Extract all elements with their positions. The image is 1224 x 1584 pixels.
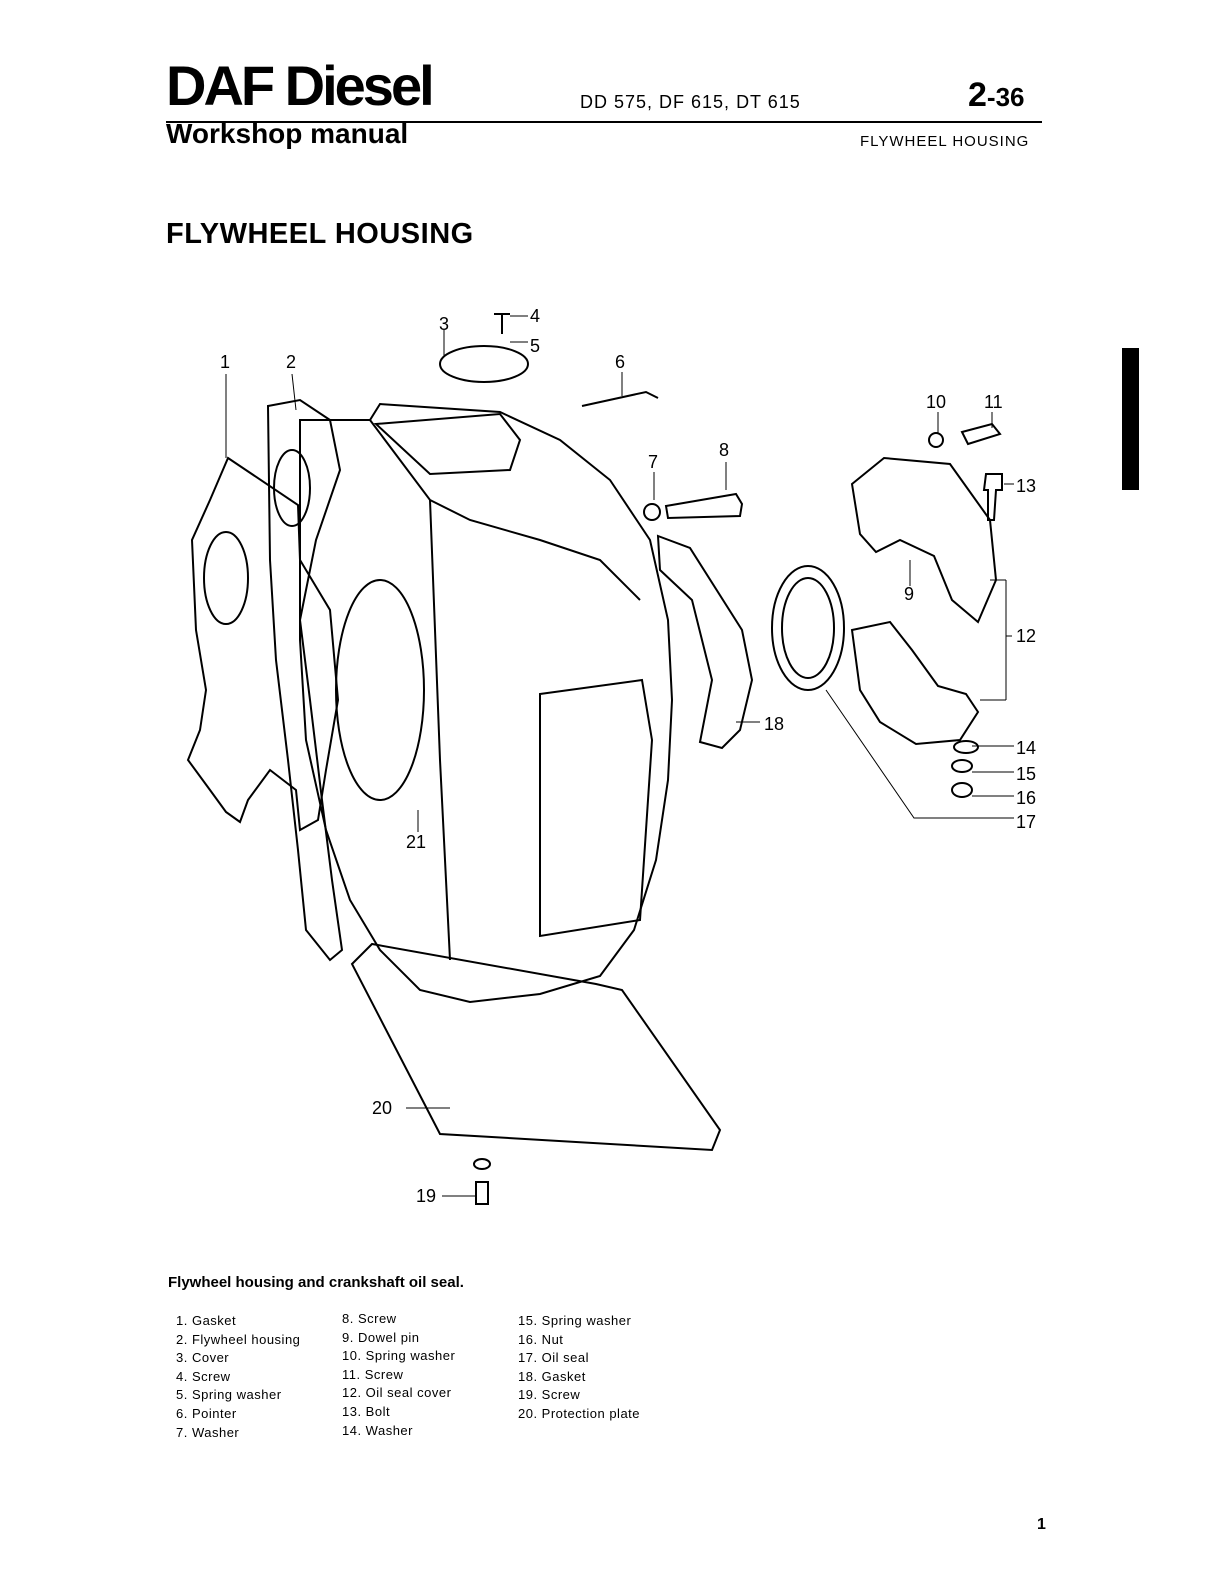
list-item: 14. Washer [342,1422,413,1438]
list-item: 11. Screw [342,1366,404,1382]
footer-page-number: 1 [1037,1516,1046,1533]
list-item: 5. Spring washer [176,1387,282,1403]
list-item: 18. Gasket [518,1368,586,1384]
callout-12: 12 [1016,626,1036,646]
callout-20: 20 [372,1098,392,1118]
list-item: 7. Washer [176,1424,240,1440]
parts-list-col-3: 15. Spring washer 16. Nut 17. Oil seal 1… [518,1312,640,1424]
callout-18: 18 [764,714,784,734]
callout-2: 2 [286,352,296,372]
callout-5: 5 [530,336,540,356]
section-label: FLYWHEEL HOUSING [860,133,1030,150]
callout-7: 7 [648,452,658,472]
list-item: 13. Bolt [342,1403,391,1419]
list-item: 8. Screw [342,1311,397,1326]
callout-17: 17 [1016,812,1036,832]
list-item: 4. Screw [176,1368,231,1384]
callout-19: 19 [416,1186,436,1206]
thumb-index-tab [1122,348,1139,490]
list-item: 20. Protection plate [518,1405,641,1421]
figure-caption: Flywheel housing and crankshaft oil seal… [168,1274,464,1291]
page-number-suffix: -36 [986,82,1025,112]
list-item: 17. Oil seal [518,1350,590,1366]
page-number: 2-36 [968,78,1025,112]
callout-14: 14 [1016,738,1036,758]
list-item: 15. Spring washer [518,1313,632,1328]
callout-15: 15 [1016,764,1036,784]
list-item: 10. Spring washer [342,1348,456,1364]
header-rule [166,121,1042,123]
callout-10: 10 [926,392,946,412]
parts-list-col-2: 8. Screw 9. Dowel pin 10. Spring washer … [342,1310,455,1440]
callout-9: 9 [904,584,914,604]
flywheel-housing-body [299,402,674,1004]
list-item: 19. Screw [518,1387,581,1403]
parts-list-col-1: 1. Gasket 2. Flywheel housing 3. Cover 4… [176,1312,300,1442]
list-item: 3. Cover [176,1350,230,1366]
callout-11: 11 [984,392,1003,412]
brand-title: DAF Diesel [166,54,435,117]
list-item: 1. Gasket [176,1313,237,1328]
callout-8: 8 [719,440,729,460]
callout-21: 21 [406,832,426,852]
list-item: 16. Nut [518,1331,564,1347]
model-list: DD 575, DF 615, DT 615 [580,92,801,112]
page-title: FLYWHEEL HOUSING [166,218,474,250]
page-number-main: 2 [968,76,987,114]
list-item: 12. Oil seal cover [342,1385,452,1401]
callout-16: 16 [1016,788,1036,808]
callout-4: 4 [530,306,540,326]
callout-6: 6 [615,352,625,372]
list-item: 9. Dowel pin [342,1329,420,1345]
callout-1: 1 [220,352,230,372]
list-item: 6. Pointer [176,1405,237,1421]
housing-2-drawing [266,398,344,962]
gasket-1-drawing [186,456,340,832]
callout-3: 3 [439,314,449,334]
manual-subtitle: Workshop manual [166,118,409,149]
list-item: 2. Flywheel housing [176,1331,301,1347]
callout-13: 13 [1016,476,1036,496]
